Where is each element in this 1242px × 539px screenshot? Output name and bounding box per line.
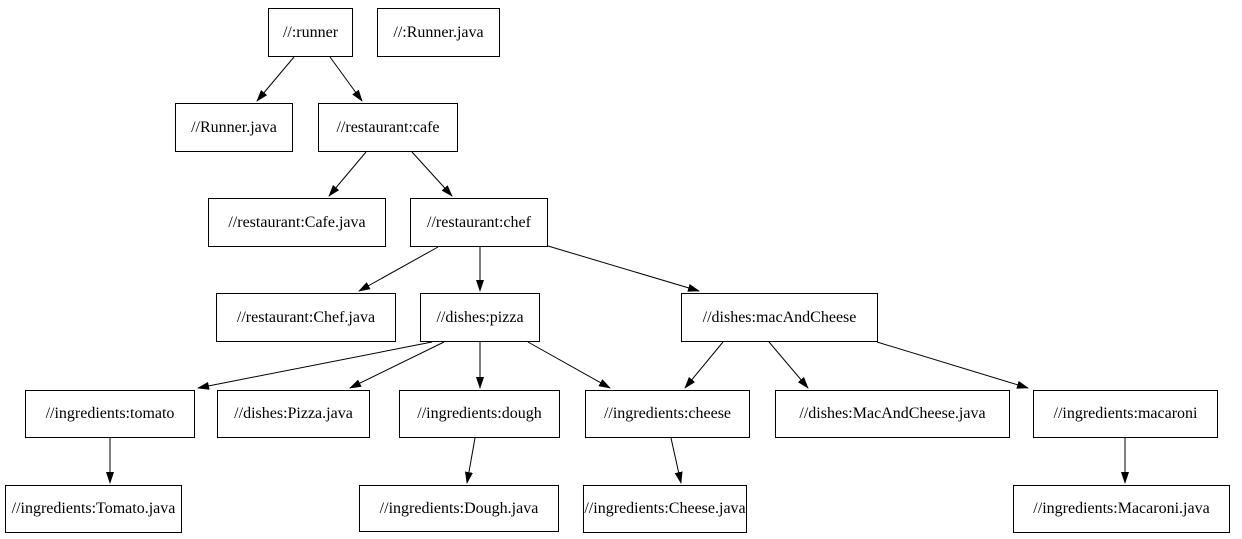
node-cafe-label: //restaurant:cafe — [336, 118, 440, 136]
edge-pizza-to-pizza-java — [349, 341, 445, 389]
node-runner-java-label: //Runner.java — [191, 118, 277, 136]
node-pizza: //dishes:pizza — [420, 293, 540, 342]
node-runner-java: //Runner.java — [175, 103, 293, 152]
edge-runner-to-cafe — [329, 56, 363, 102]
node-chef-label: //restaurant:chef — [427, 213, 531, 231]
node-runner-label: //:runner — [282, 23, 339, 41]
node-cafe: //restaurant:cafe — [318, 103, 458, 152]
edge-cafe-to-cafe-java — [328, 151, 367, 197]
node-chef-java-label: //restaurant:Chef.java — [236, 308, 376, 326]
node-macaroni: //ingredients:macaroni — [1033, 390, 1218, 438]
node-macaroni-label: //ingredients:macaroni — [1053, 405, 1198, 422]
node-cheese-label: //ingredients:cheese — [603, 405, 732, 422]
node-runner-java-src: //:Runner.java — [377, 8, 500, 57]
node-chef-java: //restaurant:Chef.java — [216, 293, 396, 342]
edge-pizza-to-tomato — [197, 341, 433, 390]
node-cafe-java: //restaurant:Cafe.java — [208, 198, 386, 247]
node-dough-java-label: //ingredients:Dough.java — [379, 499, 539, 517]
edge-cheese-to-cheese-java — [670, 437, 683, 484]
node-mac-and-cheese-java-label: //dishes:MacAndCheese.java — [799, 405, 986, 422]
node-chef: //restaurant:chef — [410, 198, 548, 247]
node-dough-label: //ingredients:dough — [417, 405, 542, 422]
edge-chef-to-mac-and-cheese — [547, 245, 700, 292]
node-tomato-label: //ingredients:tomato — [45, 405, 175, 422]
node-runner: //:runner — [268, 8, 353, 57]
node-macaroni-java-label: //ingredients:Macaroni.java — [1033, 500, 1210, 517]
node-mac-and-cheese: //dishes:macAndCheese — [681, 293, 878, 342]
node-tomato-java-label: //ingredients:Tomato.java — [11, 500, 176, 517]
edge-runner-to-runner-java — [256, 56, 295, 102]
node-cheese: //ingredients:cheese — [585, 390, 750, 438]
node-tomato-java: //ingredients:Tomato.java — [5, 485, 182, 533]
edge-dough-to-dough-java — [464, 437, 476, 484]
edge-chef-to-chef-java — [358, 246, 439, 292]
edge-pizza-to-cheese — [527, 341, 611, 389]
node-runner-java-src-label: //:Runner.java — [393, 23, 484, 41]
edge-mac-and-cheese-to-macaroni — [876, 341, 1029, 389]
node-dough: //ingredients:dough — [399, 390, 560, 438]
node-mac-and-cheese-java: //dishes:MacAndCheese.java — [775, 390, 1010, 438]
node-dough-java: //ingredients:Dough.java — [359, 485, 559, 532]
node-macaroni-java: //ingredients:Macaroni.java — [1013, 485, 1230, 533]
node-pizza-label: //dishes:pizza — [436, 308, 524, 326]
edge-mac-and-cheese-to-cheese — [684, 341, 724, 389]
node-tomato: //ingredients:tomato — [25, 390, 195, 438]
node-cafe-java-label: //restaurant:Cafe.java — [228, 213, 366, 231]
node-cheese-java-label: //ingredients:Cheese.java — [584, 500, 746, 517]
edge-cafe-to-chef — [411, 151, 453, 197]
edge-mac-and-cheese-to-mac-and-cheese-java — [768, 341, 809, 389]
node-cheese-java: //ingredients:Cheese.java — [583, 485, 747, 533]
node-pizza-java: //dishes:Pizza.java — [217, 390, 370, 438]
node-pizza-java-label: //dishes:Pizza.java — [234, 405, 353, 422]
node-mac-and-cheese-label: //dishes:macAndCheese — [702, 308, 857, 326]
